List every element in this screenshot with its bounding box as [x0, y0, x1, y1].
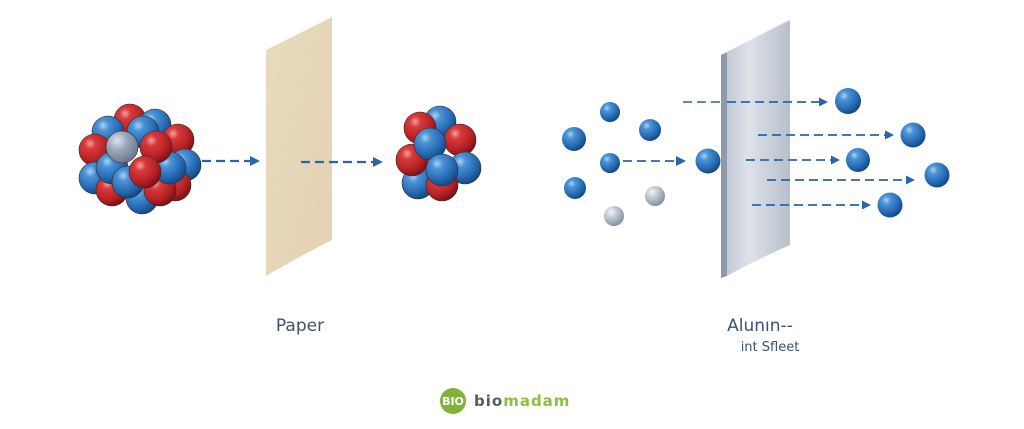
alpha-nucleus-after	[395, 105, 482, 202]
biomadam-logo: BIO biomadam	[440, 388, 570, 414]
paper-label: Paper	[275, 316, 325, 336]
logo-bio-text: bio	[474, 392, 504, 410]
paper-sheet	[266, 17, 332, 276]
logo-wordmark: biomadam	[474, 392, 570, 410]
beta-particles-before	[562, 102, 665, 226]
logo-madam-text: madam	[503, 392, 571, 410]
aluminum-label-line1: Alunın--	[727, 316, 793, 336]
alpha-nucleus-before	[78, 103, 202, 215]
aluminum-label-line2: int Sfleet	[740, 340, 800, 355]
bio-badge-icon: BIO	[440, 388, 466, 414]
beta-particle-hitting	[695, 148, 721, 174]
beta-arrows-out	[727, 97, 915, 210]
aluminum-sheet	[721, 20, 790, 278]
beta-particles-after	[835, 88, 950, 218]
